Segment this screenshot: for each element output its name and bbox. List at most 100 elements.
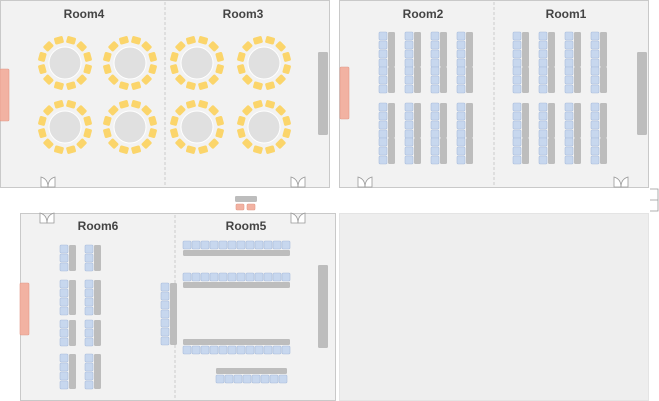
round-table[interactable] [48,46,82,80]
desk[interactable] [414,67,421,93]
chair[interactable] [538,129,548,139]
chair[interactable] [456,49,466,59]
chair[interactable] [404,75,414,85]
chair[interactable] [378,84,388,94]
chair[interactable] [198,100,209,109]
chair[interactable] [83,52,92,63]
door-icon[interactable] [297,212,306,224]
chair[interactable] [253,36,264,45]
door-icon[interactable] [357,176,366,188]
round-table[interactable] [180,46,214,80]
desk[interactable] [440,138,447,164]
chair[interactable] [564,75,574,85]
chair[interactable] [512,75,522,85]
round-table[interactable] [247,110,281,144]
chair[interactable] [263,240,273,250]
desk[interactable] [414,32,421,67]
chair[interactable] [83,116,92,127]
chair[interactable] [59,328,69,338]
chair[interactable] [236,240,246,250]
chair[interactable] [281,240,291,250]
chair[interactable] [404,40,414,50]
chair[interactable] [59,262,69,272]
chair[interactable] [237,116,246,127]
chair[interactable] [131,36,142,45]
chair[interactable] [148,128,157,139]
chair[interactable] [378,146,388,156]
chair[interactable] [119,100,130,109]
desk[interactable] [440,32,447,67]
chair[interactable] [281,345,291,355]
chair[interactable] [38,52,47,63]
chair[interactable] [66,36,77,45]
chair[interactable] [282,128,291,139]
chair[interactable] [119,145,130,154]
chair[interactable] [83,64,92,75]
desk[interactable] [69,280,76,315]
chair[interactable] [227,345,237,355]
chair[interactable] [175,138,186,149]
service-table[interactable] [235,196,257,202]
chair[interactable] [512,129,522,139]
desk[interactable] [466,67,473,93]
chair[interactable] [245,345,255,355]
chair[interactable] [281,272,291,282]
desk[interactable] [466,103,473,138]
chair[interactable] [253,100,264,109]
chair[interactable] [512,40,522,50]
chair[interactable] [590,120,600,130]
desk[interactable] [548,67,555,93]
chair[interactable] [404,129,414,139]
chair[interactable] [224,374,234,384]
chair[interactable] [590,102,600,112]
chair[interactable] [198,81,209,90]
chair[interactable] [378,129,388,139]
chair[interactable] [378,111,388,121]
desk[interactable] [600,138,607,164]
chair[interactable] [108,105,119,116]
chair[interactable] [512,137,522,147]
chair[interactable] [200,345,210,355]
chair[interactable] [512,84,522,94]
chair[interactable] [160,282,170,292]
door-icon[interactable] [290,212,299,224]
chair[interactable] [265,145,276,154]
chair[interactable] [160,291,170,301]
chair[interactable] [564,49,574,59]
desk[interactable] [548,32,555,67]
chair[interactable] [404,49,414,59]
chair[interactable] [191,272,201,282]
chair[interactable] [254,240,264,250]
chair[interactable] [186,81,197,90]
chair[interactable] [108,138,119,149]
chair[interactable] [84,380,94,390]
stage[interactable] [19,282,30,336]
service-item[interactable] [246,203,256,211]
desk[interactable] [600,32,607,67]
chair[interactable] [84,279,94,289]
chair[interactable] [538,31,548,41]
chair[interactable] [84,353,94,363]
chair[interactable] [378,31,388,41]
desk[interactable] [388,138,395,164]
chair[interactable] [191,240,201,250]
chair[interactable] [251,374,261,384]
chair[interactable] [215,128,224,139]
chair[interactable] [430,31,440,41]
chair[interactable] [253,81,264,90]
desk[interactable] [388,67,395,93]
chair[interactable] [84,244,94,254]
chair[interactable] [512,66,522,76]
chair[interactable] [404,102,414,112]
desk[interactable] [522,103,529,138]
chair[interactable] [160,336,170,346]
chair[interactable] [512,146,522,156]
chair[interactable] [538,66,548,76]
chair[interactable] [141,74,152,85]
projection-screen[interactable] [318,265,328,348]
chair[interactable] [430,111,440,121]
desk[interactable] [69,354,76,389]
chair[interactable] [208,105,219,116]
chair[interactable] [265,100,276,109]
chair[interactable] [84,288,94,298]
